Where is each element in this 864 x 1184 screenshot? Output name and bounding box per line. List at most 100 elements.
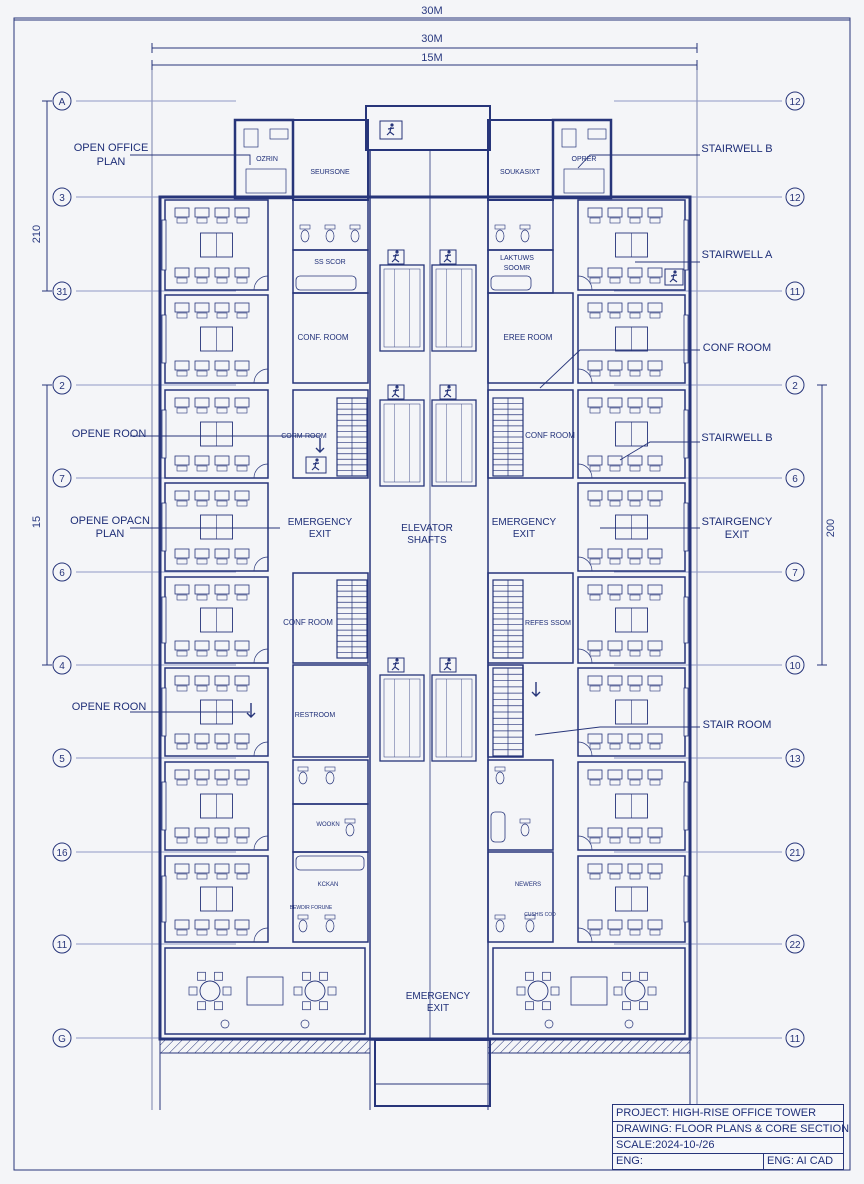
- lounge-chair: [188, 986, 198, 996]
- desk-shape: [214, 548, 230, 559]
- desk-shape: [174, 827, 190, 838]
- grid-label-right: 12: [789, 97, 801, 108]
- chair-shape: [176, 312, 188, 319]
- desk-shape: [607, 675, 623, 686]
- desk-shape: [607, 302, 623, 313]
- desk-shape: [174, 455, 190, 466]
- desk-shape: [194, 640, 210, 651]
- room-label: SOUKASIXT: [500, 169, 541, 176]
- toilet-tank: [519, 818, 531, 824]
- chair-shape: [609, 217, 621, 224]
- window-mark: [683, 596, 689, 644]
- toilet-tank: [344, 818, 356, 824]
- desk-shape: [194, 863, 210, 874]
- chair-shape: [589, 743, 601, 750]
- desk-shape: [587, 207, 603, 218]
- desk-shape: [627, 455, 643, 466]
- door-swing: [577, 463, 593, 479]
- desk-shape: [214, 360, 230, 371]
- toilet-fixture: [325, 919, 335, 933]
- chair-shape: [649, 407, 661, 414]
- desk-shape: [627, 548, 643, 559]
- desk-shape: [607, 919, 623, 930]
- chair-shape: [589, 558, 601, 565]
- chair-shape: [216, 558, 228, 565]
- window-mark: [161, 502, 167, 552]
- bathtub-fixture: [295, 275, 357, 291]
- exit-figure-head: [390, 123, 394, 127]
- desk-shape: [194, 827, 210, 838]
- chair-shape: [609, 277, 621, 284]
- room-label: CONF ROOM: [525, 431, 575, 440]
- desk-shape: [234, 919, 250, 930]
- chair-shape: [196, 594, 208, 601]
- desk-shape: [607, 863, 623, 874]
- grid-bubble-right: [785, 562, 805, 582]
- exit-figure-head: [395, 385, 399, 389]
- door-swing: [577, 835, 593, 851]
- round-table: [304, 980, 326, 1002]
- room-label: EXIT: [513, 529, 535, 540]
- desk-shape: [627, 302, 643, 313]
- exit-figure-body: [391, 388, 400, 398]
- fixture: [587, 128, 607, 140]
- desk-shape: [174, 769, 190, 780]
- lounge-chair: [302, 971, 311, 981]
- chair-shape: [196, 217, 208, 224]
- chair-shape: [589, 277, 601, 284]
- callout-right-5-line2: EXIT: [725, 529, 750, 541]
- chair-shape: [609, 873, 621, 880]
- desk-shape: [627, 769, 643, 780]
- desk-shape: [587, 548, 603, 559]
- grid-bubble-left: [52, 842, 72, 862]
- door-swing: [253, 275, 269, 291]
- room-label: EREE ROOM: [504, 333, 553, 342]
- chair-shape: [216, 650, 228, 657]
- desk-shape: [174, 640, 190, 651]
- desk-shape: [627, 675, 643, 686]
- toilet-tank: [524, 914, 536, 920]
- chair-shape: [609, 594, 621, 601]
- lounge-chair: [214, 971, 223, 981]
- room-label: EMERGENCY: [288, 517, 353, 528]
- callout-left-2: OPENE ROON: [72, 428, 147, 440]
- chair-shape: [649, 837, 661, 844]
- exit-figure-body: [391, 253, 400, 263]
- chair-shape: [196, 929, 208, 936]
- exit-figure-body: [311, 461, 320, 471]
- toilet-fixture: [298, 771, 308, 785]
- desk-shape: [627, 267, 643, 278]
- desk-shape: [234, 267, 250, 278]
- window-mark: [683, 687, 689, 737]
- plant-pot: [300, 1019, 310, 1029]
- toilet-tank: [324, 766, 336, 772]
- grid-label-right: 13: [789, 754, 801, 765]
- toilet-tank: [519, 224, 531, 230]
- chair-shape: [609, 407, 621, 414]
- chair-shape: [589, 779, 601, 786]
- chair-shape: [216, 465, 228, 472]
- grid-label-left: 16: [56, 848, 68, 859]
- chair-shape: [216, 743, 228, 750]
- title-scale: SCALE:2024-10-/26: [616, 1139, 715, 1151]
- chair-shape: [629, 558, 641, 565]
- lounge-chair: [302, 1001, 311, 1011]
- toilet-tank: [297, 766, 309, 772]
- desk-shape: [647, 827, 663, 838]
- exit-sign-icon: [305, 456, 327, 474]
- exit-sign-icon: [387, 249, 405, 265]
- window-mark: [683, 502, 689, 552]
- lounge-chair: [622, 971, 631, 981]
- elevator-car: [431, 399, 477, 487]
- window-mark: [161, 314, 167, 364]
- plant-pot: [544, 1019, 554, 1029]
- lounge-chair: [550, 986, 560, 996]
- door-swing: [577, 275, 593, 291]
- desk-shape: [587, 455, 603, 466]
- exit-figure-head: [447, 385, 451, 389]
- chair-shape: [236, 685, 248, 692]
- desk-shape: [627, 919, 643, 930]
- title-divider: [613, 1121, 843, 1122]
- chair-shape: [629, 873, 641, 880]
- chair-shape: [629, 465, 641, 472]
